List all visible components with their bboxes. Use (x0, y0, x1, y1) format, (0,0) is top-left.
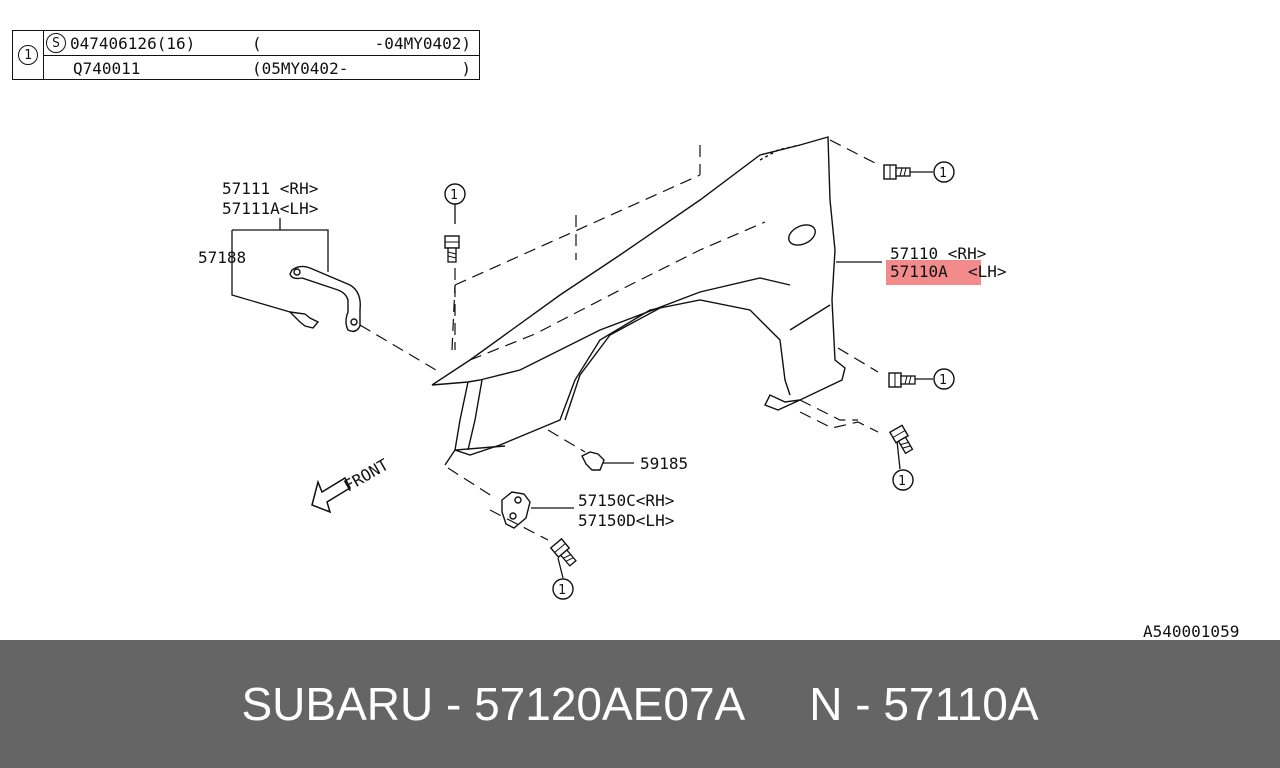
callout-fender-rh: 57110 <RH> (890, 244, 986, 263)
bolt-icon (888, 372, 916, 388)
callout-fender-lh-part: 57110A (890, 262, 948, 281)
footer-banner: SUBARU - 57120AE07A N - 57110A (0, 640, 1280, 768)
ref-circle (933, 368, 955, 390)
bolt-icon (883, 164, 911, 180)
bolt-icon (444, 235, 460, 263)
reference-row: Q740011 (05MY0402- ) (44, 56, 479, 80)
reference-index-cell: 1 (13, 31, 44, 79)
ref-number: 1 (898, 474, 906, 489)
bolt-fasteners (444, 164, 916, 569)
reference-range-open: ( (252, 33, 262, 53)
diagram-code: A540001059 (1143, 622, 1239, 640)
front-label: FRONT (341, 455, 393, 496)
bolt-icon (889, 424, 916, 456)
reference-table: 1 S 047406126(16) ( -04MY0402) Q740011 (… (12, 30, 480, 80)
supplier-symbol: S (46, 33, 66, 53)
reference-part-number: 047406126(16) (70, 33, 196, 53)
ref-circle (892, 469, 914, 491)
reference-range-close: ) (461, 58, 471, 78)
ref-circle (444, 183, 466, 205)
reference-row: S 047406126(16) ( -04MY0402) (44, 31, 479, 56)
reference-range-close: -04MY0402) (374, 33, 471, 53)
callout-bracket-lower-rh: 57150C<RH> (578, 491, 674, 510)
footer-brand-part: SUBARU - 57120AE07A (241, 678, 746, 730)
bolt-icon (550, 538, 579, 569)
parts-diagram: FRONT 1 1 1 1 1 57111 <RH> 57111A<LH> 57… (198, 136, 1239, 640)
upper-bracket (288, 265, 361, 333)
callout-bracket-lower-lh: 57150D<LH> (578, 511, 674, 530)
ref-circle (933, 161, 955, 183)
ref-circles (444, 161, 955, 600)
callout-bracket-lh: 57111A<LH> (222, 199, 318, 218)
ref-circle (552, 578, 574, 600)
callout-bracket-rh: 57111 <RH> (222, 179, 318, 198)
callout-fender-lh-side: <LH> (968, 262, 1007, 281)
ref-number: 1 (450, 188, 458, 203)
highlight-box (886, 260, 981, 285)
reference-index-symbol: 1 (18, 45, 38, 65)
ref-number: 1 (939, 166, 947, 181)
leader-lines (231, 171, 933, 579)
leader-dashes (359, 139, 879, 541)
front-arrow-icon (311, 476, 351, 514)
ref-number: 1 (939, 373, 947, 388)
footer-reference: N - 57110A (809, 678, 1039, 730)
reference-range-open: (05MY0402- (252, 58, 349, 78)
fender-outline (431, 136, 846, 466)
reference-part-number: Q740011 (73, 58, 141, 78)
callout-clip: 57188 (198, 248, 246, 267)
lower-clip-and-bracket (501, 451, 605, 529)
callout-clip-lower: 59185 (640, 454, 688, 473)
ref-number: 1 (558, 583, 566, 598)
